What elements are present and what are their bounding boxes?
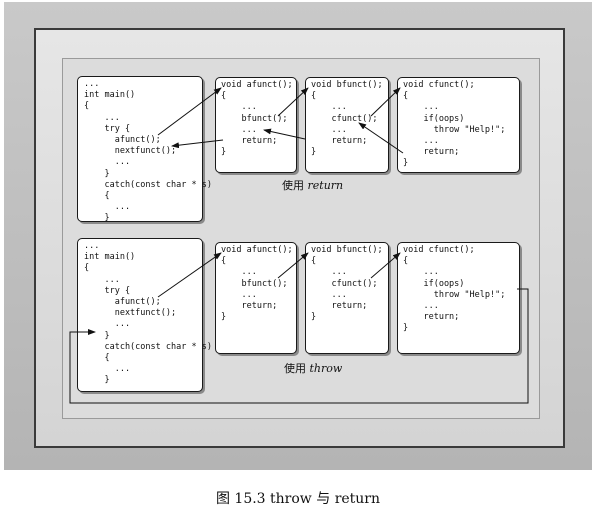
top-bfunct-code: void bfunct(); { ... cfunct(); ... retur…	[311, 80, 383, 158]
top-call-arrow-cfunct	[370, 87, 401, 117]
top-return-arrow-bfunct	[263, 128, 306, 140]
bottom-caption-prefix: 使用	[284, 362, 306, 375]
bottom-bfunct-box: void bfunct(); { ... cfunct(); ... retur…	[305, 242, 389, 354]
bottom-call-arrow-cfunct	[370, 252, 401, 279]
top-call-arrow-afunct	[157, 87, 222, 136]
bottom-bfunct-code: void bfunct(); { ... cfunct(); ... retur…	[311, 245, 383, 323]
top-main-code: ... int main() { ... try { afunct(); nex…	[84, 79, 212, 224]
bottom-call-arrow-bfunct	[277, 252, 309, 279]
bottom-cfunct-box: void cfunct(); { ... if(oops) throw "Hel…	[397, 242, 520, 354]
bottom-main-code: ... int main() { ... try { afunct(); nex…	[84, 241, 212, 386]
bottom-throw-arrow	[69, 288, 529, 404]
top-caption-prefix: 使用	[282, 179, 304, 192]
top-afunct-box: void afunct(); { ... bfunct(); ... retur…	[215, 77, 297, 173]
top-caption: 使用 return	[282, 177, 343, 193]
bottom-call-arrow-afunct	[157, 252, 222, 298]
bottom-afunct-code: void afunct(); { ... bfunct(); ... retur…	[221, 245, 293, 323]
bottom-caption: 使用 throw	[284, 360, 342, 376]
top-bfunct-box: void bfunct(); { ... cfunct(); ... retur…	[305, 77, 389, 173]
top-caption-keyword: return	[307, 179, 344, 192]
top-main-box: ... int main() { ... try { afunct(); nex…	[77, 76, 212, 223]
top-afunct-code: void afunct(); { ... bfunct(); ... retur…	[221, 80, 293, 158]
top-call-arrow-bfunct	[277, 87, 309, 117]
bottom-caption-keyword: throw	[309, 362, 343, 375]
top-cfunct-code: void cfunct(); { ... if(oops) throw "Hel…	[403, 80, 506, 169]
top-return-arrow-cfunct	[358, 122, 404, 154]
figure-caption: 图 15.3 throw 与 return	[215, 491, 381, 507]
bottom-cfunct-code: void cfunct(); { ... if(oops) throw "Hel…	[403, 245, 506, 334]
bottom-afunct-box: void afunct(); { ... bfunct(); ... retur…	[215, 242, 297, 354]
bottom-main-box: ... int main() { ... try { afunct(); nex…	[77, 238, 212, 392]
top-cfunct-box: void cfunct(); { ... if(oops) throw "Hel…	[397, 77, 520, 173]
top-return-arrow-afunct	[171, 139, 224, 149]
